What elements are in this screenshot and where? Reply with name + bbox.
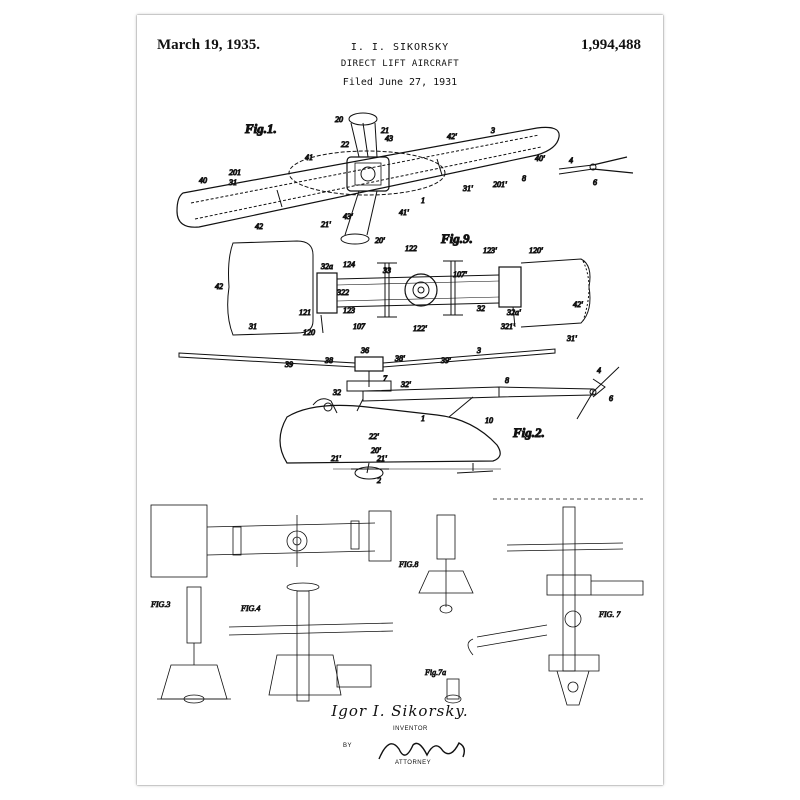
ref-20p: 20' [375, 236, 385, 245]
fig7a-label: Fig.7a [424, 668, 446, 677]
patent-date: March 19, 1935. [157, 37, 261, 53]
ref-6: 6 [593, 178, 597, 187]
detail-fig7: FIG. 7 [467, 498, 644, 706]
ref-41: 41 [305, 153, 313, 162]
ref-120: 120 [303, 328, 315, 337]
ref-1-fig2: 1 [421, 414, 425, 423]
fig2-label: Fig.2. [512, 425, 545, 440]
ref-123: 123 [343, 306, 355, 315]
ref-38: 38 [324, 356, 333, 365]
patent-title: DIRECT LIFT AIRCRAFT [340, 59, 460, 69]
inventor-name: Igor I. Sikorsky. [331, 702, 469, 720]
ref-10: 10 [485, 416, 493, 425]
ref-123p: 123' [483, 246, 497, 255]
ref-201p: 201' [493, 180, 507, 189]
ref-22p: 22' [369, 432, 379, 441]
inventor-header: I. I. SIKORSKY [350, 42, 450, 53]
ref-322: 322 [336, 288, 349, 297]
figure-2: Fig.2. 36 39 38 38' [178, 346, 620, 486]
fig1-label: Fig.1. [244, 121, 277, 136]
ref-6-fig2: 6 [609, 394, 613, 403]
inventor-role-label: INVENTOR [393, 726, 428, 732]
ref-32-fig2: 32 [332, 388, 341, 397]
ref-39: 39 [284, 360, 293, 369]
ref-40: 40 [199, 176, 207, 185]
ref-107p: 107' [453, 270, 467, 279]
ref-32p-fig2: 32' [400, 380, 411, 389]
ref-32a: 32a [320, 262, 333, 271]
figure-9: Fig.9. 122 123' 120' 124 32a 33 [215, 231, 591, 344]
ref-21: 21 [381, 126, 389, 135]
ref-2: 2 [377, 476, 381, 485]
ref-21p: 21' [321, 220, 331, 229]
ref-4: 4 [569, 156, 573, 165]
figure-1: Fig.1. 20 21 22 41 43 42 [176, 112, 634, 246]
ref-120p: 120' [529, 246, 543, 255]
detail-fig3: FIG.3 [150, 586, 231, 704]
patent-poster: March 19, 1935. 1,994,488 I. I. SIKORSKY… [137, 15, 663, 785]
ref-122p: 122' [413, 324, 427, 333]
ref-42: 42 [255, 222, 263, 231]
ref-31: 31 [228, 178, 237, 187]
fig9-label: Fig.9. [440, 231, 473, 246]
fig8-label: FIG.8 [398, 560, 418, 569]
ref-36: 36 [360, 346, 369, 355]
fig3-label: FIG.3 [150, 600, 170, 609]
ref-121: 121 [299, 308, 311, 317]
ref-41p: 41' [399, 208, 409, 217]
ref-4-fig2: 4 [597, 366, 601, 375]
ref-21p-fig2: 21' [331, 454, 341, 463]
ref-321p: 321' [500, 322, 515, 331]
detail-fig7a: Fig.7a [424, 668, 462, 704]
ref-124: 124 [343, 260, 355, 269]
ref-1: 1 [421, 196, 425, 205]
ref-31-fig9: 31 [248, 322, 257, 331]
ref-42p-fig9: 42' [573, 300, 583, 309]
attorney-signature [378, 742, 466, 760]
ref-3: 3 [490, 126, 495, 135]
ref-3-fig2: 3 [476, 346, 481, 355]
patent-number: 1,994,488 [581, 37, 641, 53]
ref-43p: 43' [343, 212, 353, 221]
ref-42-fig9: 42 [215, 282, 223, 291]
fig4-label: FIG.4 [240, 604, 260, 613]
ref-40p: 40' [535, 154, 545, 163]
ref-107: 107 [353, 322, 366, 331]
patent-drawing: Fig.1. 20 21 22 41 43 42 [150, 112, 644, 760]
ref-21p-fig2b: 21' [377, 454, 387, 463]
ref-7: 7 [383, 374, 388, 383]
ref-22: 22 [341, 140, 349, 149]
ref-38p: 38' [394, 354, 405, 363]
detail-top-left [150, 504, 392, 578]
ref-31p-fig9: 31' [566, 334, 577, 343]
ref-39p: 39' [440, 356, 451, 365]
ref-32ap: 32a' [506, 308, 521, 317]
detail-fig4: FIG.4 [228, 582, 394, 702]
attorney-role-label: ATTORNEY [395, 760, 432, 766]
fig7-label: FIG. 7 [598, 610, 621, 619]
ref-42p: 42' [447, 132, 457, 141]
ref-43: 43 [385, 134, 393, 143]
ref-20p-fig2: 20' [371, 446, 381, 455]
ref-20: 20 [335, 115, 343, 124]
ref-201: 201 [229, 168, 241, 177]
ref-31p: 31' [462, 184, 473, 193]
ref-33: 33 [382, 266, 391, 275]
by-label: BY [343, 743, 353, 749]
ref-122: 122 [405, 244, 417, 253]
ref-32: 32 [476, 304, 485, 313]
filed-date: Filed June 27, 1931 [342, 77, 458, 88]
ref-8: 8 [522, 174, 526, 183]
detail-fig8: FIG.8 [398, 514, 474, 614]
ref-8-fig2: 8 [505, 376, 509, 385]
